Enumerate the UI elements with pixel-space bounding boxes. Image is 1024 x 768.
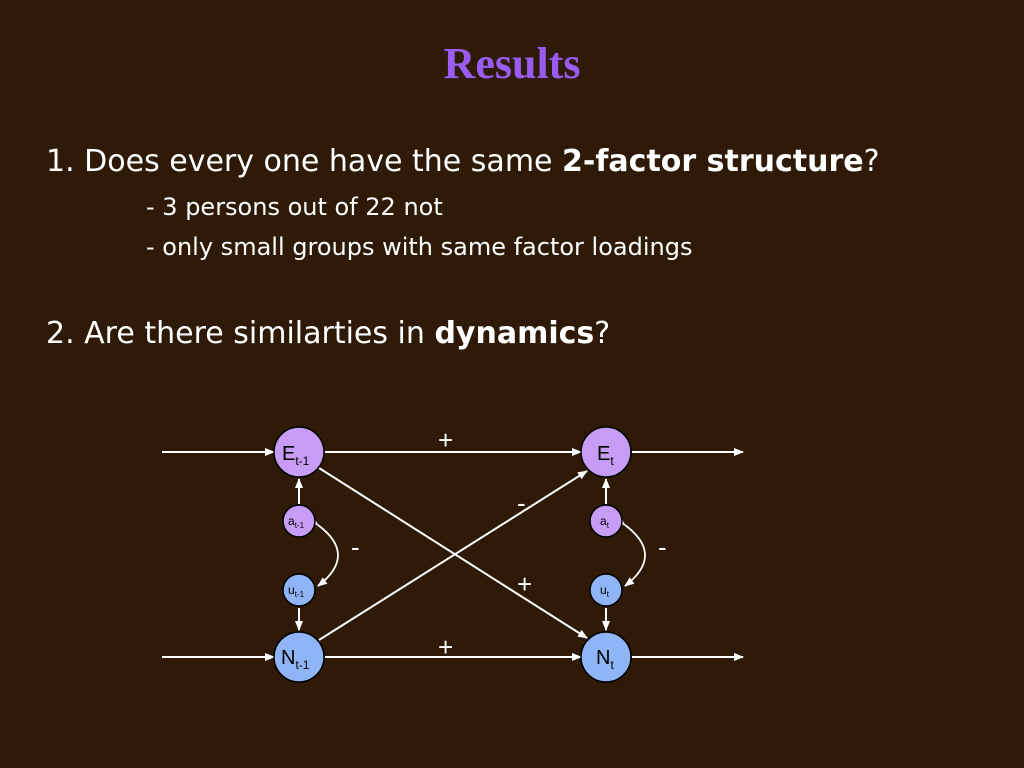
node-E-curr: Et bbox=[580, 426, 632, 478]
node-a-prev: at-1 bbox=[282, 504, 316, 538]
node-N-prev: Nt-1 bbox=[273, 631, 325, 683]
svg-text:at: at bbox=[600, 514, 610, 530]
question-1-suffix: ? bbox=[863, 144, 880, 179]
sign-E-to-E: + bbox=[438, 425, 453, 455]
svg-text:Nt: Nt bbox=[596, 647, 614, 672]
svg-text:at-1: at-1 bbox=[288, 514, 305, 530]
node-N-curr: Nt bbox=[580, 631, 632, 683]
svg-text:Et: Et bbox=[597, 443, 614, 468]
curve-a-u-prev bbox=[308, 516, 339, 587]
sign-E-to-N: + bbox=[517, 569, 532, 599]
node-u-curr: ut bbox=[589, 573, 623, 607]
arrow-E-to-N bbox=[318, 467, 588, 639]
sign-a-u-prev: - bbox=[351, 532, 360, 562]
node-E-prev: Et-1 bbox=[273, 426, 325, 478]
svg-text:ut-1: ut-1 bbox=[288, 583, 305, 599]
question-1-bold: 2-factor structure bbox=[562, 144, 864, 179]
svg-text:Et-1: Et-1 bbox=[282, 443, 310, 468]
svg-text:Nt-1: Nt-1 bbox=[281, 647, 310, 672]
question-2-suffix: ? bbox=[594, 316, 611, 351]
node-a-curr: at bbox=[589, 504, 623, 538]
sign-N-to-N: + bbox=[438, 632, 453, 662]
curve-a-u-curr bbox=[615, 516, 646, 587]
question-2-prefix: 2. Are there similarties in bbox=[46, 316, 435, 351]
slide-title: Results bbox=[443, 39, 581, 88]
question-2: 2. Are there similarties in dynamics? bbox=[46, 316, 610, 351]
arrow-N-to-E bbox=[318, 470, 588, 641]
node-u-prev: ut-1 bbox=[282, 573, 316, 607]
sign-N-to-E: - bbox=[517, 488, 526, 518]
svg-text:ut: ut bbox=[600, 583, 610, 599]
question-2-bold: dynamics bbox=[434, 316, 595, 351]
sign-a-u-curr: - bbox=[658, 532, 667, 562]
bullet-2: - only small groups with same factor loa… bbox=[146, 233, 693, 261]
question-1: 1. Does every one have the same 2-factor… bbox=[46, 144, 880, 179]
bullet-1: - 3 persons out of 22 not bbox=[146, 193, 443, 221]
question-1-prefix: 1. Does every one have the same bbox=[46, 144, 563, 179]
